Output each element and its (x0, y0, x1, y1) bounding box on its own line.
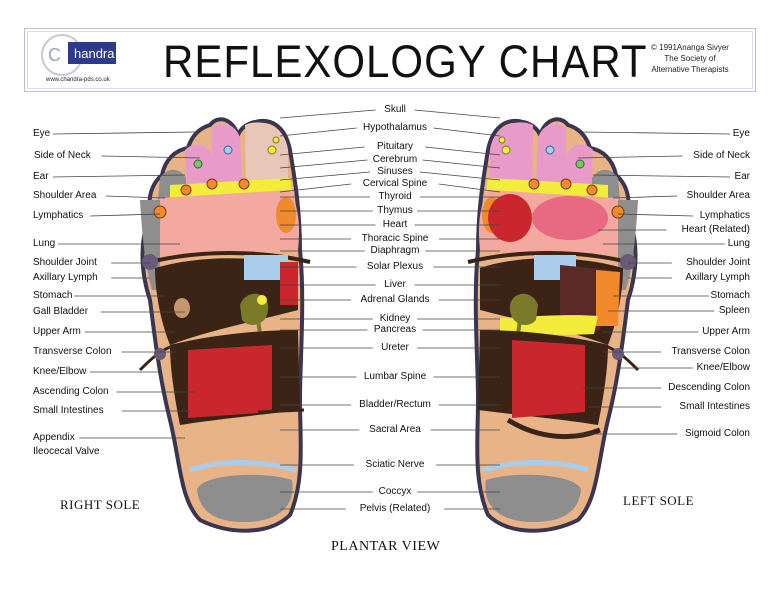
left-sole-label-8: Axillary Lymph (685, 272, 750, 283)
copyright-notice: © 1991Ananga Sivyer The Society of Alter… (630, 42, 750, 75)
leader-center-r-0 (414, 109, 501, 119)
left-sole-label-11: Upper Arm (702, 326, 750, 337)
plantar-view-label: PLANTAR VIEW (331, 539, 441, 554)
right-sole-label: RIGHT SOLE (60, 497, 141, 512)
leader-left-3 (105, 195, 166, 199)
left-sole-label-14: Descending Colon (668, 382, 750, 393)
left-sole-label-4: Lymphatics (699, 210, 750, 221)
copyright-line-2: The Society of (664, 54, 716, 63)
left-sole-label-15: Small Intestines (679, 401, 750, 412)
center-label-22: Pelvis (Related) (359, 503, 431, 514)
leader-lines (52, 109, 731, 510)
copyright-line-1: © 1991Ananga Sivyer (651, 43, 729, 52)
center-label-3: Cerebrum (372, 154, 418, 165)
right-sole-label-9: Gall Bladder (33, 306, 89, 317)
center-label-20: Sciatic Nerve (365, 459, 425, 470)
center-label-0: Skull (384, 104, 406, 115)
left-sole-label-0: Eye (732, 128, 750, 139)
left-sole-label-6: Lung (727, 238, 750, 249)
right-sole-label-5: Lung (33, 238, 56, 249)
leader-center-l-3 (279, 159, 368, 169)
right-sole-foot (138, 117, 311, 533)
center-label-21: Coccyx (378, 486, 412, 497)
center-label-13: Adrenal Glands (360, 294, 430, 305)
right-sole-label-14: Small Intestines (33, 405, 104, 416)
right-sole-label-0: Eye (33, 128, 51, 139)
center-label-8: Heart (382, 219, 408, 230)
logo-wordmark: handra (74, 46, 115, 61)
center-label-19: Sacral Area (369, 424, 421, 435)
leader-left-4 (89, 213, 161, 217)
leader-center-l-4 (279, 171, 371, 181)
chandra-logo: handra C (41, 34, 116, 76)
center-label-17: Lumbar Spine (363, 371, 427, 382)
left-sole-foot (467, 117, 640, 533)
left-sole-label: LEFT SOLE (623, 493, 695, 508)
leader-center-l-1 (279, 127, 357, 137)
leader-center-r-3 (422, 159, 501, 169)
leader-center-r-5 (438, 183, 501, 193)
left-sole-label-13: Knee/Elbow (696, 362, 750, 373)
right-sole-label-4: Lymphatics (33, 210, 84, 221)
header-box (24, 28, 756, 92)
leader-center-r-1 (433, 127, 501, 137)
leader-right-2 (592, 174, 731, 178)
center-label-15: Pancreas (373, 324, 417, 335)
center-label-7: Thymus (377, 205, 413, 216)
right-sole-label-7: Axillary Lymph (33, 272, 98, 283)
center-label-6: Thyroid (378, 191, 412, 202)
copyright-line-3: Alternative Therapists (651, 65, 729, 74)
right-sole-label-11: Transverse Colon (33, 346, 112, 357)
left-sole-label-5: Heart (Related) (681, 224, 750, 235)
right-sole-label-16: Ileocecal Valve (33, 446, 100, 457)
right-sole-label-6: Shoulder Joint (33, 257, 97, 268)
leader-right-3 (612, 195, 678, 199)
left-sole-label-7: Shoulder Joint (686, 257, 750, 268)
svg-text:C: C (48, 45, 61, 65)
center-label-4: Sinuses (377, 166, 413, 177)
left-sole-label-10: Spleen (718, 305, 750, 316)
center-label-9: Thoracic Spine (361, 233, 429, 244)
center-label-2: Pituitary (376, 141, 414, 152)
logo-url: www.chandra-pds.co.uk (46, 77, 110, 83)
left-sole-label-16: Sigmoid Colon (684, 428, 750, 439)
leader-center-l-2 (279, 146, 365, 156)
center-label-10: Diaphragm (370, 245, 420, 256)
left-sole-label-9: Stomach (710, 290, 750, 301)
right-sole-label-8: Stomach (33, 290, 73, 301)
leader-center-r-2 (425, 146, 501, 156)
center-label-16: Ureter (381, 342, 409, 353)
left-sole-label-12: Transverse Colon (671, 346, 750, 357)
right-sole-label-10: Upper Arm (33, 326, 81, 337)
center-label-14: Kidney (379, 313, 411, 324)
right-sole-label-1: Side of Neck (34, 150, 91, 161)
page-title: REFLEXOLOGY CHART (163, 36, 648, 87)
left-sole-label-1: Side of Neck (693, 150, 750, 161)
right-sole-label-2: Ear (33, 171, 49, 182)
left-sole-label-2: Ear (734, 171, 750, 182)
right-sole-label-15: Appendix (33, 432, 75, 443)
leader-center-r-4 (419, 171, 501, 181)
leader-right-0 (582, 131, 731, 135)
right-sole-label-13: Ascending Colon (33, 386, 109, 397)
leader-left-2 (52, 174, 186, 178)
leader-right-4 (617, 213, 694, 217)
leader-right-1 (577, 155, 683, 159)
leader-left-1 (101, 155, 201, 159)
right-sole-label-12: Knee/Elbow (33, 366, 87, 377)
leader-left-0 (52, 131, 196, 135)
left-sole-label-3: Shoulder Area (686, 190, 750, 201)
right-sole-label-3: Shoulder Area (33, 190, 97, 201)
center-label-1: Hypothalamus (363, 122, 427, 133)
center-label-12: Liver (384, 279, 406, 290)
center-label-5: Cervical Spine (362, 178, 428, 189)
center-label-18: Bladder/Rectum (359, 399, 431, 410)
center-label-11: Solar Plexus (366, 261, 424, 272)
leader-center-l-0 (279, 109, 376, 119)
leader-center-l-5 (279, 183, 352, 193)
